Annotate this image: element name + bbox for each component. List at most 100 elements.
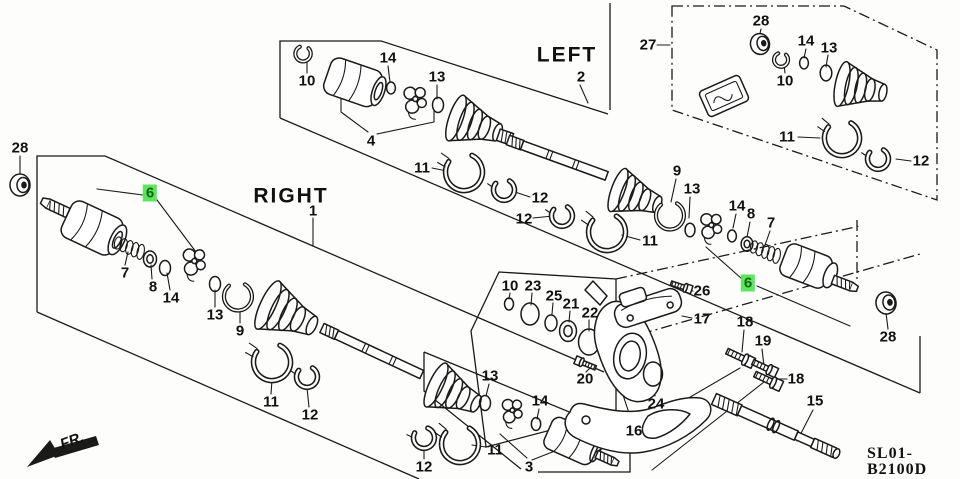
part-band-12-top-a [488, 179, 516, 202]
part-circlip-9-left [223, 284, 253, 312]
part-sensor-bracket-17 [609, 277, 684, 330]
part-ring-25 [544, 314, 558, 332]
part-circlip-9-top [655, 203, 685, 231]
part-outboard-joint-right [778, 242, 860, 294]
part-tripod-left [178, 246, 209, 284]
callout-28: 28 [11, 139, 29, 157]
callout-9: 9 [235, 322, 245, 340]
callout-16: 16 [625, 422, 643, 440]
callout-15: 15 [806, 392, 824, 410]
callout-12: 12 [515, 210, 533, 228]
callout-13: 13 [428, 68, 446, 86]
left-assembly-number: 2 [576, 68, 586, 86]
part-ring-10-knuckle [503, 297, 515, 311]
part-circlip-10-inset [771, 51, 790, 69]
callout-12: 12 [531, 189, 549, 207]
part-bolt-18-a [723, 344, 757, 370]
left-assembly-label: LEFT [536, 43, 598, 67]
part-tripod-left-inner [497, 397, 526, 431]
part-seal-21 [558, 319, 578, 343]
drawing-code: SL01-B2100D [867, 445, 928, 478]
callout-25: 25 [545, 287, 563, 305]
part-seat-8-left [142, 250, 158, 268]
callout-3: 3 [524, 458, 534, 476]
outline-inset-box-27 [672, 6, 937, 200]
part-inboard-joint-4-housing [321, 56, 390, 111]
callout-11: 11 [487, 441, 503, 459]
part-band-11-top-b [580, 205, 628, 254]
front-direction-arrow [27, 436, 99, 467]
part-hub-carrier-fork [565, 398, 711, 453]
callout-11: 11 [263, 393, 279, 411]
part-boot-top-outer [603, 165, 670, 228]
callout-11: 11 [779, 128, 795, 146]
outline-right-assembly-box [37, 156, 604, 479]
callout-14: 14 [379, 49, 397, 67]
part-grommet-28-inset [747, 31, 773, 57]
outline-left-assembly-box [280, 3, 920, 393]
callout-11: 11 [642, 232, 658, 250]
part-boot-left-outer [249, 276, 328, 353]
part-band-12-top-b [546, 205, 574, 228]
part-halfshaft-15 [711, 393, 841, 461]
part-mount-grommet-28-left [9, 173, 31, 197]
callout-12: 12 [415, 458, 433, 476]
callout-13: 13 [683, 180, 701, 198]
callout-8: 8 [746, 205, 756, 223]
part-ring-13-left [208, 275, 222, 293]
callout-18: 18 [736, 313, 754, 331]
callout-17: 17 [693, 310, 711, 328]
callout-10: 10 [298, 72, 316, 90]
callout-11: 11 [414, 159, 430, 177]
part-boot-inset [830, 59, 893, 117]
callout-9: 9 [672, 162, 682, 180]
outline-joint-set-3-box [424, 352, 630, 472]
part-seal-23 [521, 303, 539, 325]
part-band-12-left-inner [407, 426, 438, 453]
part-band-11-left [244, 334, 295, 386]
callout-14: 14 [531, 392, 549, 410]
part-knuckle-16 [585, 281, 661, 402]
callout-7: 7 [120, 264, 130, 282]
callout-21: 21 [562, 295, 580, 313]
callout-10: 10 [501, 277, 519, 295]
right-assembly-number: 1 [308, 202, 318, 220]
callout-27: 27 [639, 36, 657, 54]
part-band-12-left [291, 366, 319, 389]
part-ring-14-inset [798, 56, 810, 70]
part-shaft-top [506, 135, 608, 180]
part-band-11-inset [817, 112, 863, 159]
part-ring-14-left [158, 259, 172, 277]
callout-23: 23 [524, 277, 542, 295]
part-ring-14-top [386, 81, 396, 95]
part-circlip-10-top [292, 45, 313, 64]
callout-8: 8 [148, 278, 158, 296]
callout-26: 26 [693, 282, 711, 300]
callout-4: 4 [366, 132, 376, 150]
callout-18: 18 [787, 370, 805, 388]
part-band-11-left-inner [433, 417, 481, 466]
callout-6: 6 [740, 274, 756, 292]
outline-joint-set-6-right-box [616, 220, 920, 334]
callout-12: 12 [912, 152, 930, 170]
callout-13: 13 [481, 367, 499, 385]
callout-19: 19 [754, 332, 772, 350]
callout-14: 14 [728, 197, 746, 215]
part-boot-top-inner [440, 92, 510, 158]
part-tripod-4 [399, 84, 430, 122]
callout-13: 13 [820, 39, 838, 57]
part-ring-13-top [431, 96, 445, 114]
callout-14: 14 [797, 32, 815, 50]
part-ring-14-top-outer [726, 229, 738, 243]
callout-10: 10 [776, 72, 794, 90]
part-ring-14-left-inner [530, 416, 542, 432]
part-mount-grommet-28-right [873, 289, 899, 317]
callout-24: 24 [647, 395, 665, 413]
part-ring-13-top-outer [684, 222, 696, 238]
part-band-12-inset [862, 148, 890, 171]
part-outboard-joint-left [38, 195, 133, 261]
callout-20: 20 [576, 370, 594, 388]
part-seal-24 [644, 362, 663, 386]
